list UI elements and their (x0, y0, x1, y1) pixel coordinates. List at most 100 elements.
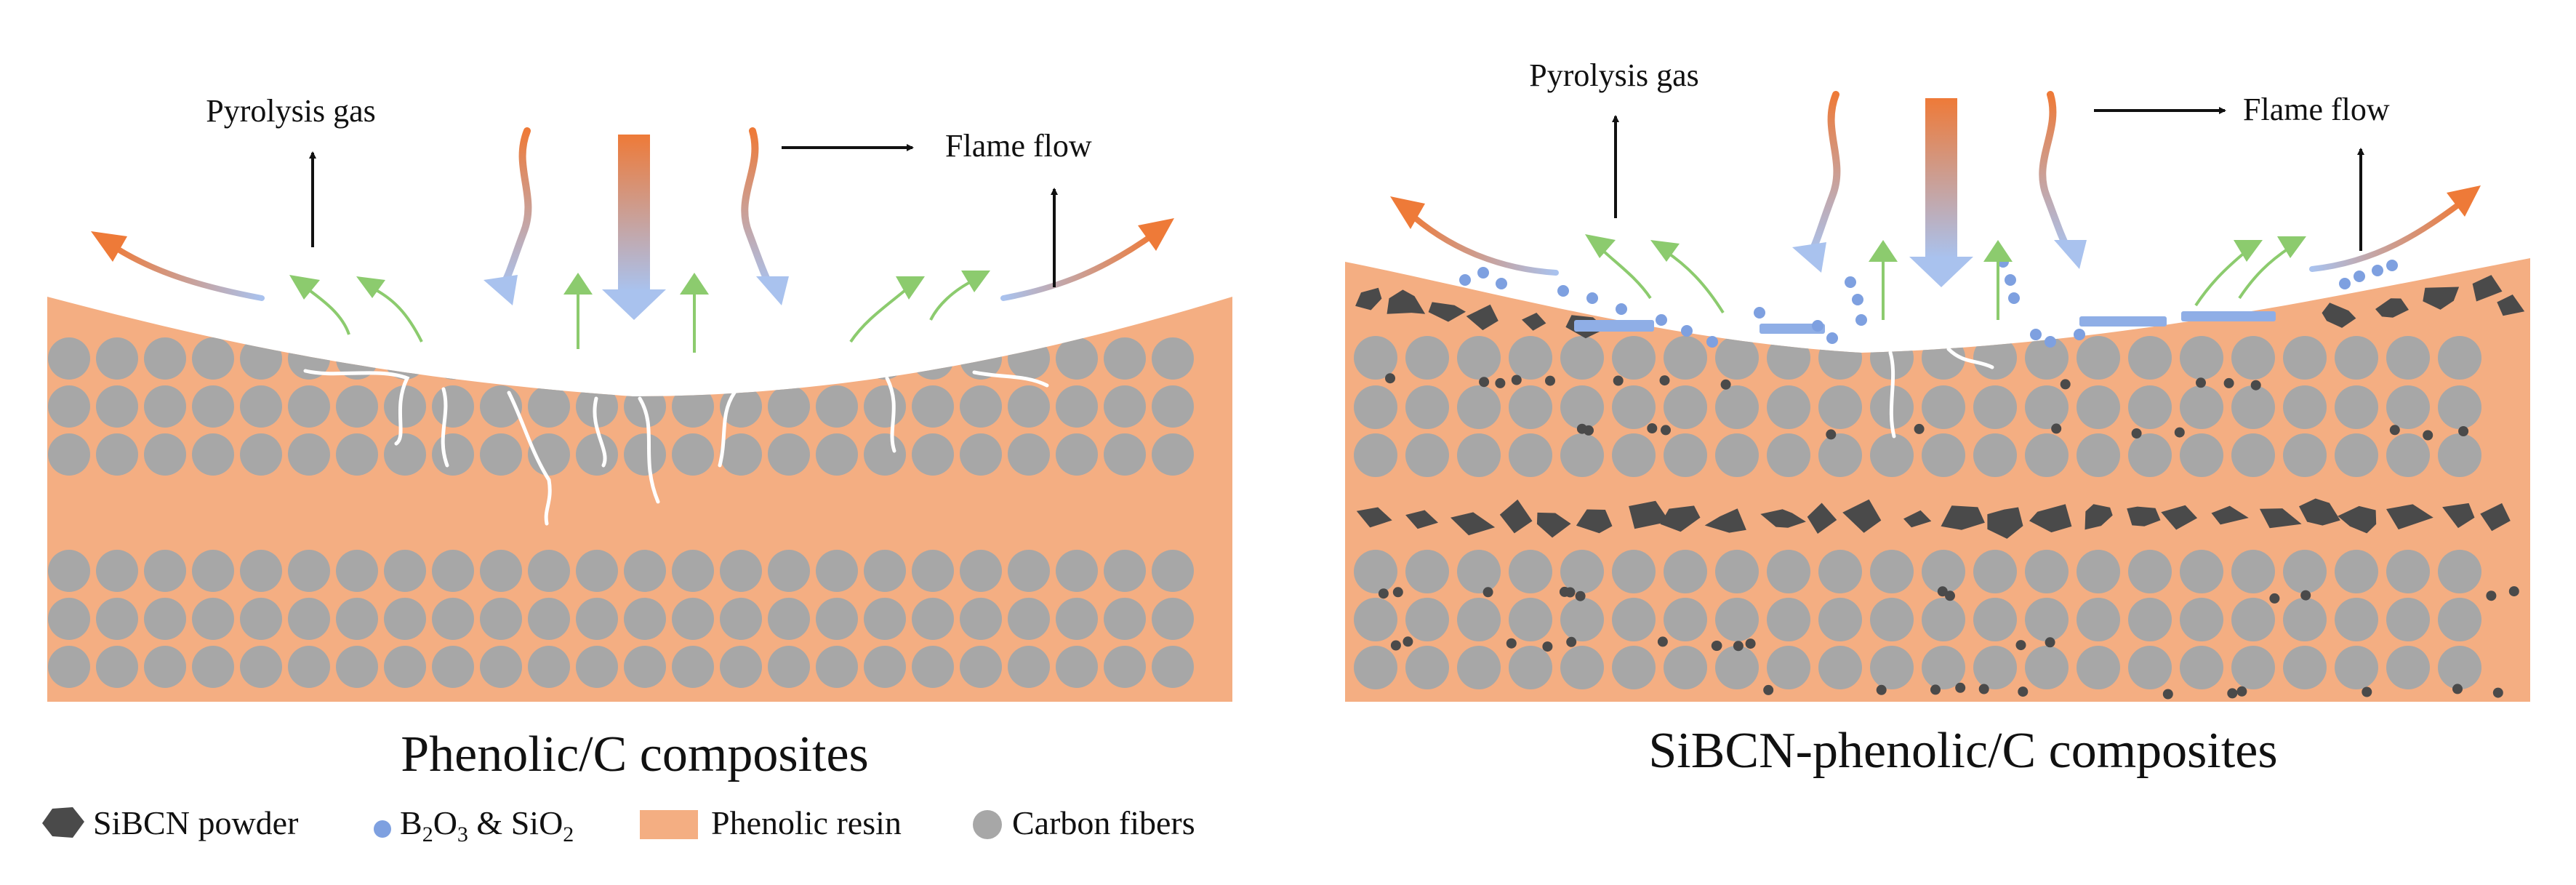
carbon-fiber (2438, 646, 2481, 689)
carbon-fiber (864, 598, 906, 640)
carbon-fiber (816, 337, 858, 380)
carbon-fiber (1870, 433, 1914, 477)
oxide-droplet (2354, 271, 2365, 282)
sibcn-powder-particle (2236, 686, 2247, 697)
carbon-fiber (1104, 550, 1146, 592)
carbon-fiber (2231, 433, 2275, 477)
oxide-film (1574, 320, 1654, 332)
sibcn-powder-particle (1760, 509, 1806, 528)
carbon-fiber (2025, 433, 2069, 477)
carbon-fiber (1715, 646, 1759, 689)
carbon-fiber (576, 550, 618, 592)
carbon-fiber (1509, 598, 1552, 641)
sibcn-powder-particle (1576, 509, 1613, 534)
flame-arrow-center (1925, 98, 1957, 258)
carbon-fiber (384, 598, 426, 640)
carbon-fiber (1715, 598, 1759, 641)
carbon-fiber (2386, 433, 2430, 477)
carbon-fiber (336, 550, 378, 592)
carbon-fiber (1509, 336, 1552, 380)
carbon-fiber (1056, 433, 1098, 476)
carbon-fiber (2438, 550, 2481, 593)
carbon-fiber (432, 433, 474, 476)
carbon-fiber (480, 550, 522, 592)
carbon-fiber (2128, 550, 2172, 593)
legend-oxides-swatch (374, 820, 391, 838)
carbon-fiber (2025, 385, 2069, 429)
carbon-fiber (816, 646, 858, 688)
carbon-fiber (288, 550, 330, 592)
carbon-fiber (528, 646, 570, 688)
sibcn-powder-particle (1903, 510, 1932, 528)
flame-flow-left-edge (106, 241, 265, 301)
right-pyrolysis-gas-label: Pyrolysis gas (1529, 57, 1698, 93)
oxide-droplet (2372, 265, 2383, 276)
carbon-fiber (240, 598, 282, 640)
carbon-fiber (2335, 433, 2378, 477)
right-carbon-fibers (1354, 336, 2481, 689)
carbon-fiber (2025, 646, 2069, 689)
carbon-fiber (1354, 550, 1397, 593)
sibcn-powder-particle (1941, 505, 1985, 530)
carbon-fiber (2128, 433, 2172, 477)
oxide-film (1760, 324, 1825, 334)
carbon-fiber (240, 385, 282, 428)
carbon-fiber (480, 646, 522, 688)
pyrolysis-gas-arrow-head (2277, 236, 2306, 258)
carbon-fiber (48, 433, 90, 476)
pyrolysis-gas-arrow-head (563, 273, 593, 295)
carbon-fiber (1818, 433, 1862, 477)
sibcn-powder-particle (1613, 375, 1624, 386)
carbon-fiber (48, 385, 90, 428)
sibcn-powder-particle (1576, 423, 1587, 434)
carbon-fiber (48, 550, 90, 592)
carbon-fiber (672, 598, 714, 640)
carbon-fiber (2438, 433, 2481, 477)
carbon-fiber (1152, 385, 1194, 428)
sibcn-powder-particle (2389, 425, 2400, 436)
carbon-fiber (2077, 433, 2120, 477)
flame-arrow-center-head (602, 289, 666, 320)
sibcn-powder-particle (1733, 641, 1744, 652)
carbon-fiber (672, 646, 714, 688)
sibcn-powder-particle (1978, 684, 1989, 694)
oxide-droplet (1754, 307, 1765, 319)
sibcn-powder-particle (2442, 502, 2475, 529)
carbon-fiber (2231, 598, 2275, 641)
flame-flow-left-edge-head (91, 231, 127, 262)
carbon-fiber (288, 646, 330, 688)
carbon-fiber (1560, 598, 1604, 641)
oxide-droplet (1852, 294, 1863, 305)
carbon-fiber (912, 598, 954, 640)
flame-flow-right-edge-head (2447, 185, 2481, 217)
sibcn-powder-particle (1647, 423, 1658, 433)
crack (1888, 351, 1896, 439)
oxide-droplet (2030, 329, 2042, 340)
carbon-fiber (912, 550, 954, 592)
legend-oxides-label: B2O3 & SiO2 (400, 804, 574, 846)
sibcn-powder-particle (2223, 377, 2234, 388)
flame-arrow-right (2039, 91, 2072, 255)
crack (303, 369, 410, 446)
carbon-fiber (912, 433, 954, 476)
carbon-fiber (1152, 646, 1194, 688)
carbon-fiber (1354, 385, 1397, 429)
sibcn-powder-particle (1522, 313, 1546, 331)
carbon-fiber (1560, 385, 1604, 429)
carbon-fiber (1056, 598, 1098, 640)
carbon-fiber (2283, 550, 2327, 593)
oxide-droplet (1459, 274, 1471, 286)
carbon-fiber (384, 646, 426, 688)
carbon-fiber (1056, 385, 1098, 428)
oxide-droplet (2339, 278, 2351, 289)
carbon-fiber (528, 598, 570, 640)
carbon-fiber (2386, 385, 2430, 429)
legend-carbon-fibers-label: Carbon fibers (1012, 804, 1195, 841)
carbon-fiber (96, 433, 138, 476)
carbon-fiber (1509, 433, 1552, 477)
sibcn-powder-particle (2299, 498, 2340, 526)
carbon-fiber (1870, 550, 1914, 593)
flame-flow-right-edge (2309, 197, 2468, 272)
sibcn-powder-particle (1506, 638, 1517, 649)
carbon-fiber (1664, 336, 1707, 380)
